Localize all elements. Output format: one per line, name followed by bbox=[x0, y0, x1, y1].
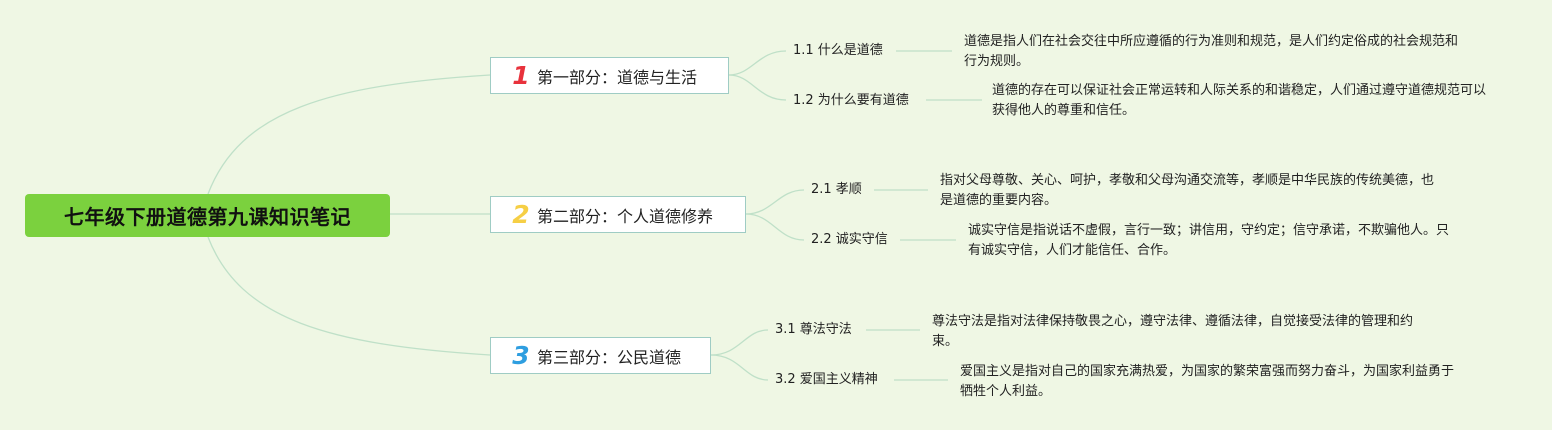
section-2-topic[interactable]: 2 第二部分：个人道德修养 bbox=[490, 196, 746, 233]
subtopic-2-1[interactable]: 2.1 孝顺 bbox=[811, 182, 862, 197]
root-topic[interactable]: 七年级下册道德第九课知识笔记 bbox=[25, 194, 390, 237]
connector-root-section-3 bbox=[207, 236, 491, 356]
section-1-topic[interactable]: 1 第一部分：道德与生活 bbox=[490, 57, 729, 94]
section-1-title: 第一部分：道德与生活 bbox=[537, 67, 698, 87]
subtopic-1-2[interactable]: 1.2 为什么要有道德 bbox=[793, 93, 909, 108]
connector-s3-item-2 bbox=[710, 354, 769, 381]
subtopic-3-1[interactable]: 3.1 尊法守法 bbox=[775, 322, 852, 337]
connector-s1-item-1 bbox=[728, 50, 787, 76]
description-3-2[interactable]: 爱国主义是指对自己的国家充满热爱，为国家的繁荣富强而努力奋斗，为国家利益勇于牺牲… bbox=[960, 364, 1455, 399]
description-1-2[interactable]: 道德的存在可以保证社会正常运转和人际关系的和谐稳定，人们通过遵守道德规范可以获得… bbox=[992, 83, 1487, 118]
subtopic-1-1[interactable]: 1.1 什么是道德 bbox=[793, 43, 883, 58]
subtopic-2-2[interactable]: 2.2 诚实守信 bbox=[811, 232, 888, 247]
connector-s2-item-2 bbox=[745, 213, 805, 241]
number-2-icon: 2 bbox=[512, 200, 530, 229]
root-title: 七年级下册道德第九课知识笔记 bbox=[64, 205, 351, 229]
description-2-2[interactable]: 诚实守信是指说话不虚假，言行一致；讲信用，守约定；信守承诺，不欺骗他人。只有诚实… bbox=[968, 223, 1450, 258]
number-3-icon: 3 bbox=[512, 341, 530, 370]
subtopic-3-2[interactable]: 3.2 爱国主义精神 bbox=[775, 372, 878, 387]
description-1-1[interactable]: 道德是指人们在社会交往中所应遵循的行为准则和规范，是人们约定俗成的社会规范和行为… bbox=[964, 34, 1459, 69]
section-3-topic[interactable]: 3 第三部分：公民道德 bbox=[490, 337, 711, 374]
number-1-icon: 1 bbox=[512, 61, 530, 90]
description-3-1[interactable]: 尊法守法是指对法律保持敬畏之心，遵守法律、遵循法律，自觉接受法律的管理和约束。 bbox=[932, 314, 1414, 349]
section-3-title: 第三部分：公民道德 bbox=[537, 347, 682, 367]
connector-root-section-1 bbox=[207, 74, 491, 195]
description-2-1[interactable]: 指对父母尊敬、关心、呵护，孝敬和父母沟通交流等，孝顺是中华民族的传统美德，也是道… bbox=[940, 173, 1435, 208]
section-2-title: 第二部分：个人道德修养 bbox=[537, 206, 714, 226]
connector-s3-item-1 bbox=[710, 329, 769, 356]
connector-s2-item-1 bbox=[745, 189, 805, 215]
connector-s1-item-2 bbox=[728, 74, 787, 101]
